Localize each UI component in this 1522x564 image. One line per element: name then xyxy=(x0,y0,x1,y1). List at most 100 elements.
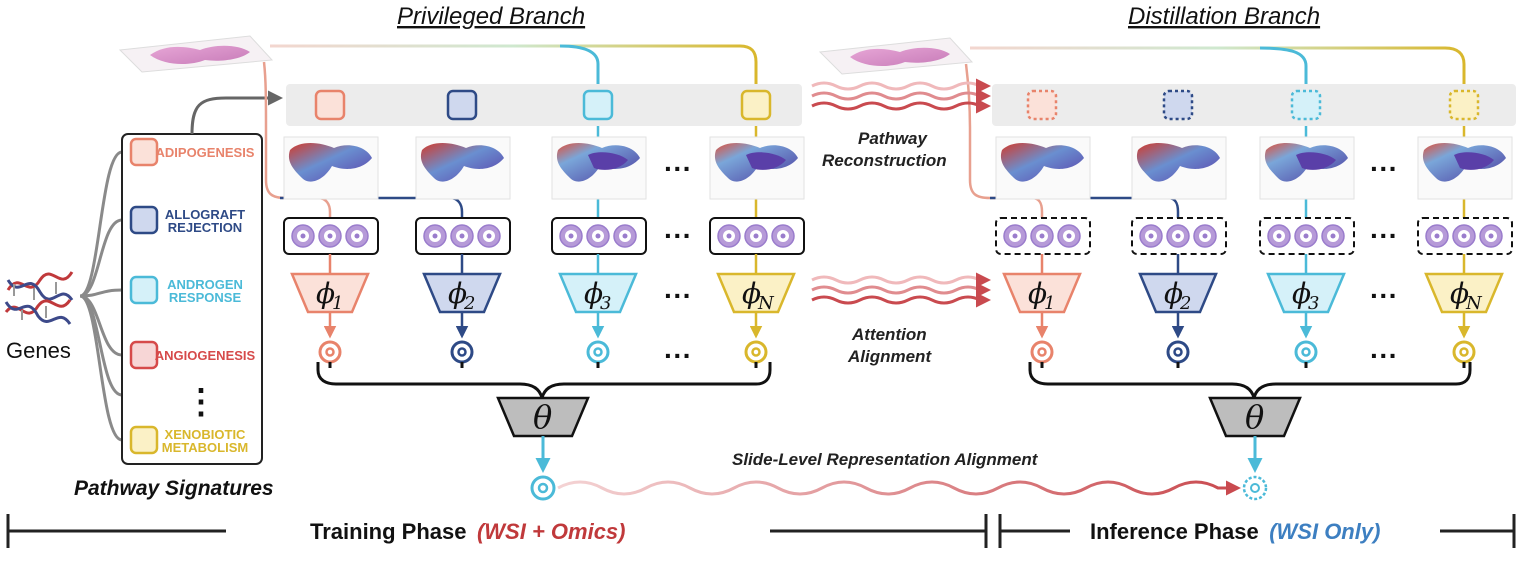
phase-timeline xyxy=(6,514,1516,548)
attention-heatmap xyxy=(1259,136,1355,200)
attention-alignment-label-line1: Attention xyxy=(851,325,927,344)
phi-encoder: ϕ1 xyxy=(1002,272,1082,314)
pathway-token xyxy=(582,89,614,121)
pathway-token xyxy=(1448,89,1480,121)
attention-heatmap xyxy=(995,136,1091,200)
privileged-pathway-column: ϕ1 xyxy=(283,89,379,368)
phi-symbol: ϕ xyxy=(742,277,761,310)
phi-subscript: 3 xyxy=(1308,293,1319,314)
phi-subscript: N xyxy=(1465,293,1483,314)
distillation-pathway-column: ϕN xyxy=(1417,89,1513,368)
phi-symbol: ϕ xyxy=(316,277,335,310)
distillation-pathway-column: ϕ1 xyxy=(995,89,1091,368)
privileged-aggregation-bracket xyxy=(316,362,772,399)
pathway-swatch xyxy=(129,340,159,370)
svg-text:···: ··· xyxy=(664,340,692,371)
pathway-embedding-node xyxy=(1294,340,1318,364)
distillation-token-strip xyxy=(992,84,1516,126)
phi-encoder: ϕ3 xyxy=(558,272,638,314)
wsi-slide-thumbnail-right xyxy=(818,37,974,75)
pathway-swatch xyxy=(129,425,159,455)
pathway-reconstruction-label-line1: Pathway xyxy=(858,129,929,148)
attention-heatmap xyxy=(1131,136,1227,200)
pathway-signatures-title: Pathway Signatures xyxy=(74,477,274,500)
pathway-item: ADIPOGENESIS xyxy=(129,137,255,167)
svg-text:···: ··· xyxy=(1370,340,1398,371)
phi-encoder: ϕN xyxy=(1424,272,1504,314)
privileged-pathway-column: ϕN xyxy=(709,89,805,368)
slide-alignment-label: Slide-Level Representation Alignment xyxy=(732,450,1039,469)
privileged-branch-title: Privileged Branch xyxy=(397,3,585,30)
attention-heatmap xyxy=(415,136,511,200)
slide-alignment-wave xyxy=(557,480,1241,496)
phi-encoder: ϕ1 xyxy=(290,272,370,314)
patch-embeddings xyxy=(1131,217,1227,255)
distillation-pathway-column: ϕ2 xyxy=(1131,89,1227,368)
pathway-token xyxy=(314,89,346,121)
pathway-token xyxy=(446,89,478,121)
privileged-theta-aggregator xyxy=(496,396,590,438)
phi-subscript: N xyxy=(757,293,775,314)
pathway-label: ALLOGRAFT xyxy=(165,207,245,222)
distillation-aggregation-bracket xyxy=(1028,362,1472,399)
patch-embeddings xyxy=(995,217,1091,255)
pathway-label: ANDROGEN xyxy=(167,277,243,292)
phi-symbol: ϕ xyxy=(1292,277,1311,310)
pathway-label: XENOBIOTIC xyxy=(165,427,247,442)
distillation-slide-embedding xyxy=(1242,475,1268,501)
vertical-ellipsis: ⋮ xyxy=(184,383,218,421)
svg-text:···: ··· xyxy=(1370,280,1398,311)
patch-embeddings xyxy=(1417,217,1513,255)
pathway-swatch xyxy=(129,137,159,167)
pathway-swatch xyxy=(129,275,159,305)
patch-embeddings xyxy=(283,217,379,255)
gene-fan-connectors xyxy=(79,150,123,442)
pathway-token xyxy=(740,89,772,121)
privileged-pathway-column: ϕ3 xyxy=(551,89,647,368)
distillation-branch-title: Distillation Branch xyxy=(1128,3,1320,30)
pathway-embedding-node xyxy=(1166,340,1190,364)
attention-alignment-waves xyxy=(811,272,991,308)
privileged-theta-symbol: θ xyxy=(533,398,552,436)
phi-subscript: 2 xyxy=(1179,293,1191,314)
attention-heatmap xyxy=(551,136,647,200)
phi-encoder: ϕ2 xyxy=(1138,272,1218,314)
patch-embeddings xyxy=(1259,217,1355,255)
phi-subscript: 2 xyxy=(463,293,475,314)
pathway-embedding-node xyxy=(318,340,342,364)
distillation-pathway-column: ϕ3 xyxy=(1259,89,1355,368)
privileged-token-strip xyxy=(286,84,802,126)
pathway-label: METABOLISM xyxy=(162,440,248,455)
pathway-label: REJECTION xyxy=(168,220,242,235)
phi-symbol: ϕ xyxy=(448,277,467,310)
svg-text:···: ··· xyxy=(664,280,692,311)
phi-symbol: ϕ xyxy=(584,277,603,310)
wsi-slide-thumbnail-left xyxy=(118,35,274,73)
pathway-embedding-node xyxy=(450,340,474,364)
pathway-token xyxy=(1162,89,1194,121)
pathway-label: RESPONSE xyxy=(169,290,242,305)
pathway-item: ANGIOGENESIS xyxy=(129,340,256,370)
pathway-swatch xyxy=(129,205,159,235)
pathway-label: ANGIOGENESIS xyxy=(155,348,256,363)
pathway-reconstruction-waves xyxy=(811,78,991,114)
pathway-token xyxy=(1026,89,1058,121)
phi-subscript: 3 xyxy=(600,293,611,314)
phi-symbol: ϕ xyxy=(1450,277,1469,310)
horizontal-ellipses: ··· ··· ··· ··· ··· ··· ··· ··· xyxy=(664,153,1398,371)
signature-to-token-arrow xyxy=(190,90,283,135)
phi-subscript: 1 xyxy=(332,293,343,314)
distillation-theta-symbol: θ xyxy=(1245,398,1264,436)
pathway-token xyxy=(1290,89,1322,121)
svg-text:···: ··· xyxy=(664,220,692,251)
pathway-embedding-node xyxy=(586,340,610,364)
inference-phase-label: Inference Phase (WSI Only) xyxy=(1090,519,1380,544)
phi-symbol: ϕ xyxy=(1164,277,1183,310)
attention-heatmap xyxy=(709,136,805,200)
patch-embeddings xyxy=(709,217,805,255)
pathway-label: ADIPOGENESIS xyxy=(156,145,255,160)
privileged-pathway-column: ϕ2 xyxy=(415,89,511,368)
patch-embeddings xyxy=(551,217,647,255)
